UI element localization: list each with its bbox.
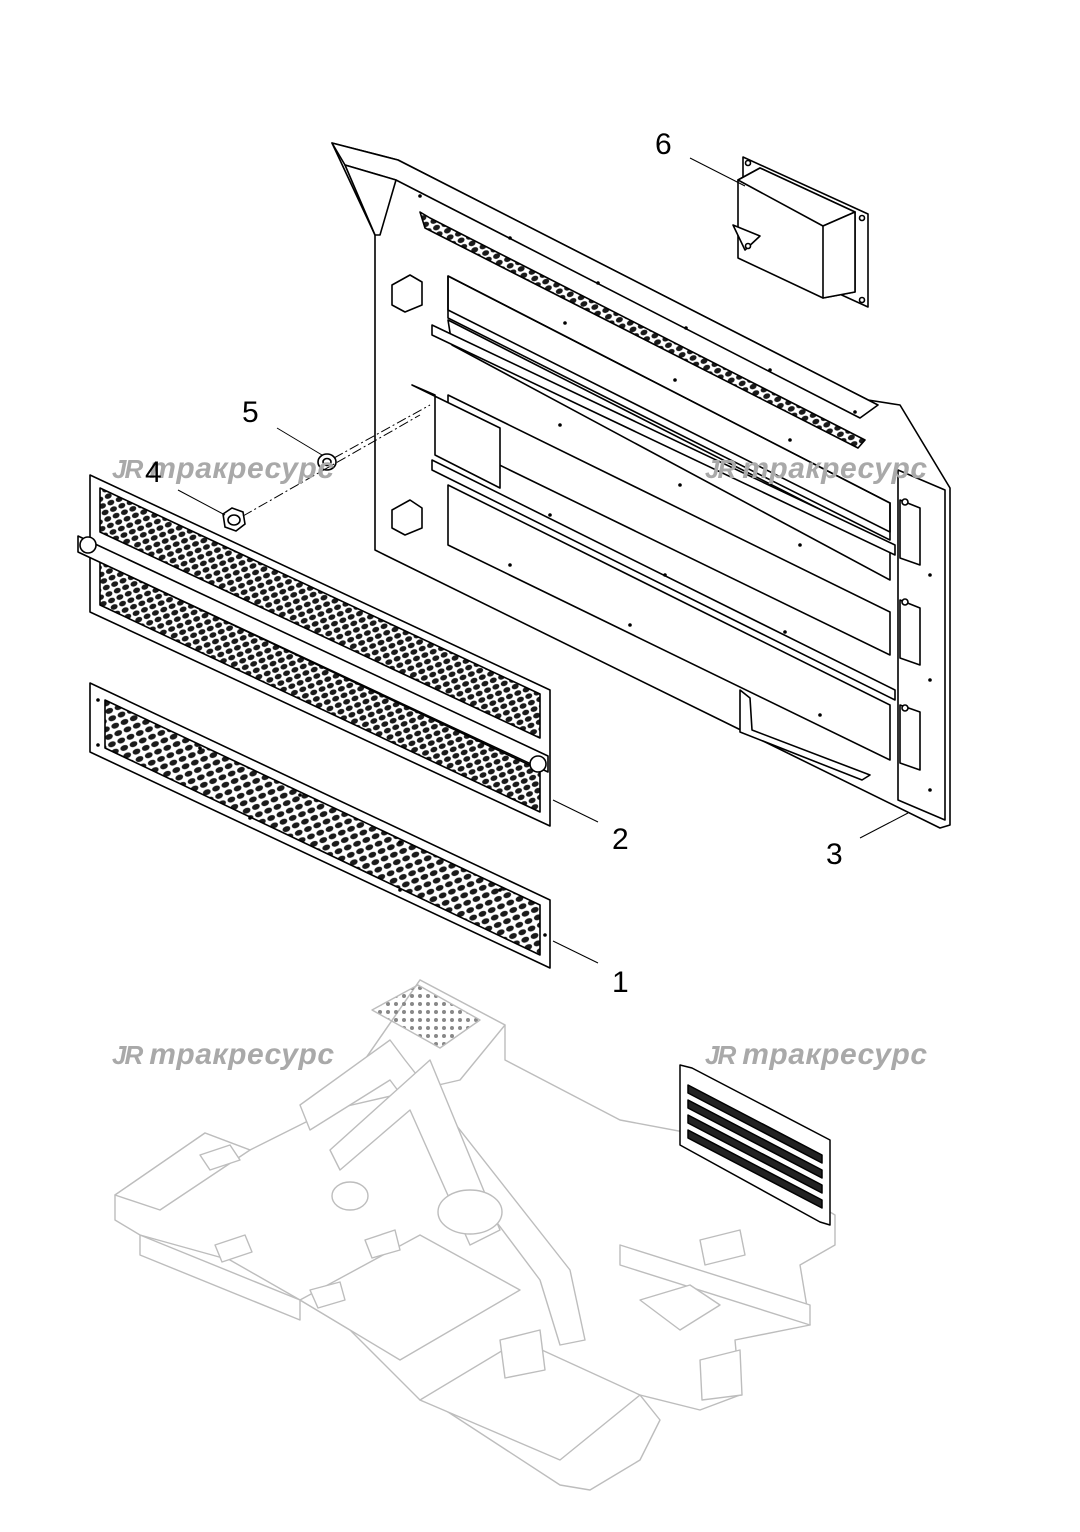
callout-1: 1 (612, 966, 629, 999)
part-3-frame-panel (331, 142, 951, 829)
watermark-text: тракресурс (149, 1038, 335, 1071)
part-6-cover-box (732, 156, 869, 308)
part-1-rivets (96, 698, 547, 937)
watermark-text: тракресурс (149, 452, 335, 485)
assembly-lines (242, 404, 431, 517)
watermark-logo-mark: JR (705, 1040, 736, 1070)
watermark-logo-mark: JR (112, 454, 143, 484)
leader-lines (177, 157, 909, 964)
watermark-text: тракресурс (742, 452, 928, 485)
callout-5: 5 (242, 396, 259, 429)
part-1-lower-grille (89, 682, 551, 969)
part-5-washer (317, 453, 337, 471)
callout-3: 3 (826, 838, 843, 871)
callout-6: 6 (655, 128, 672, 161)
installed-grille-highlight (679, 1064, 831, 1226)
chassis-context-view (114, 979, 836, 1491)
watermark-logo-mark: JR (112, 1040, 143, 1070)
part-4-nut (222, 507, 246, 532)
part-2-upper-grille (77, 474, 551, 827)
callout-4: 4 (145, 456, 162, 489)
part-3-rivets (418, 194, 932, 792)
watermark-text: тракресурс (742, 1038, 928, 1071)
callout-2: 2 (612, 823, 629, 856)
watermark-logo-mark: JR (705, 454, 736, 484)
